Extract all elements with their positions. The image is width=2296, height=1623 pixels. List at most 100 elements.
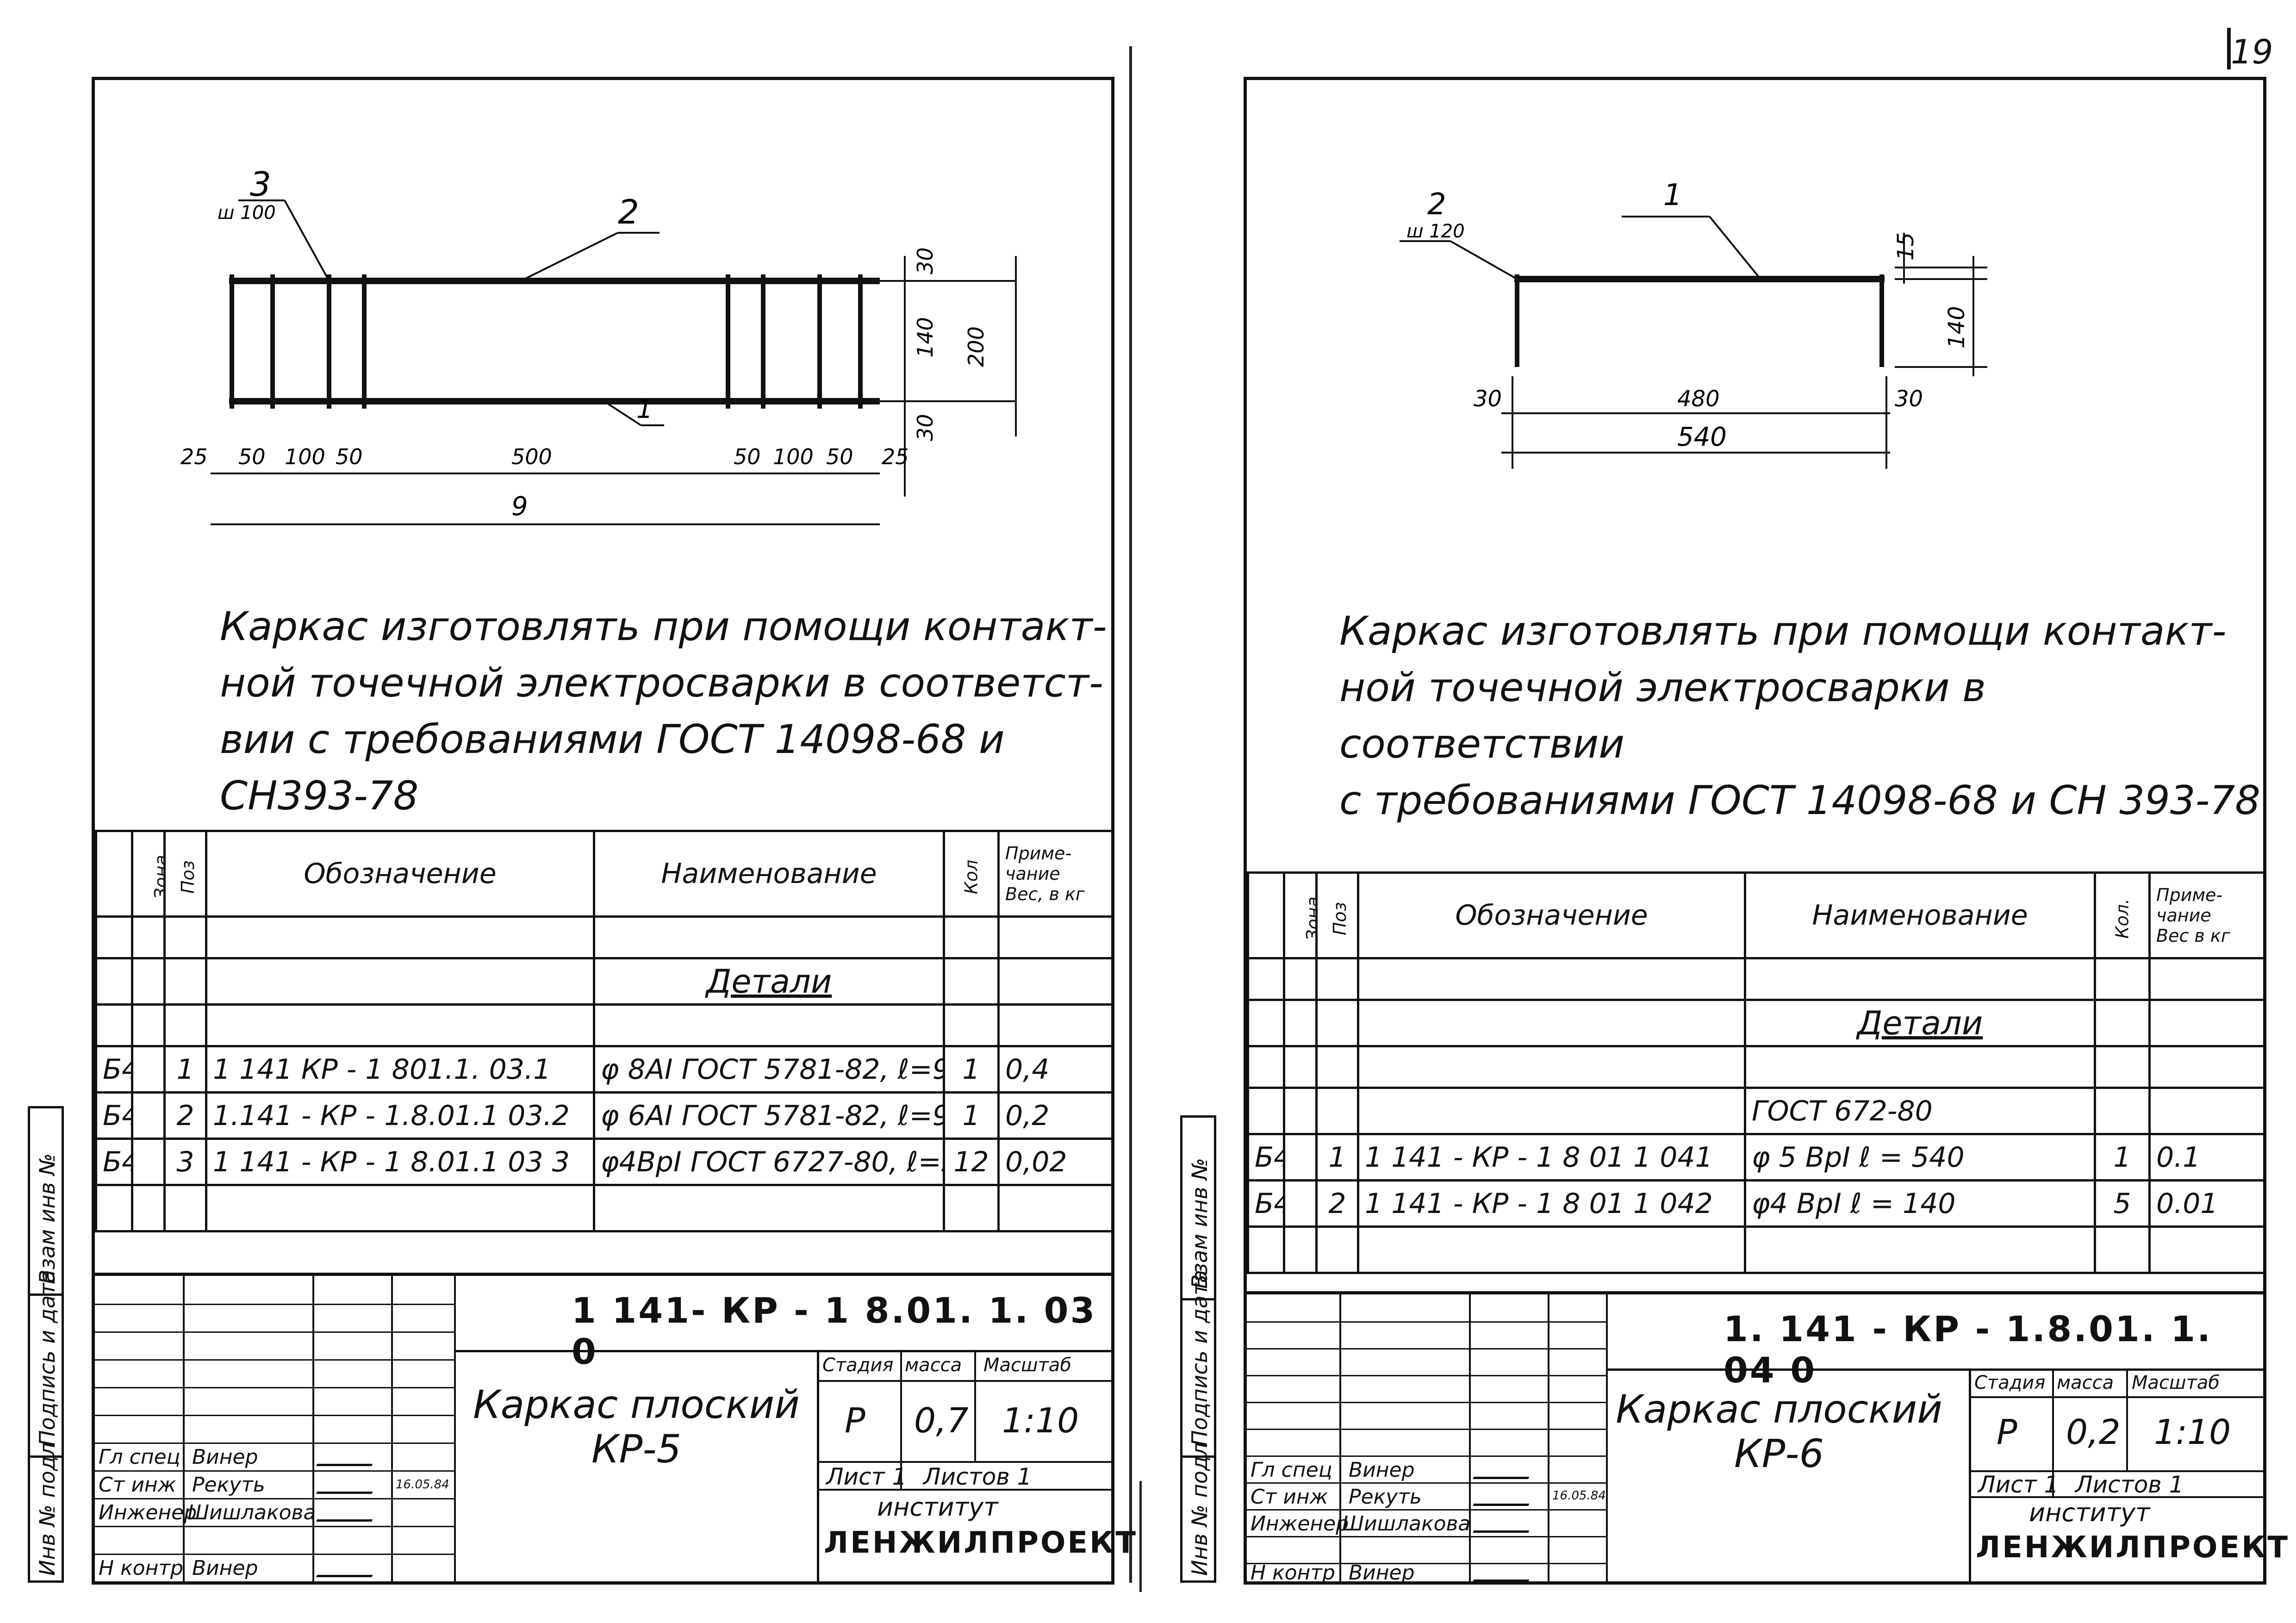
person-name: Винер — [1349, 1561, 1415, 1585]
dim-50: 50 — [238, 444, 266, 469]
row-qty: 1 — [943, 1045, 1000, 1094]
row-designation: 1 141 - КР - 1 8 01 1 042 — [1357, 1179, 1746, 1228]
signature-mark — [1473, 1482, 1539, 1506]
section-details: Детали — [1857, 1004, 1983, 1042]
note-line: Каркас изготовлять при помощи контакт- — [220, 603, 1107, 650]
pos3-pitch-label: ш 100 — [218, 202, 276, 224]
role-chief-specialist: Гл спец — [1251, 1458, 1332, 1482]
hdr-designation: Обозначение — [1357, 871, 1746, 959]
signature-mark — [1473, 1558, 1539, 1582]
dim-500: 500 — [511, 444, 552, 469]
row-pos: 3 — [163, 1138, 207, 1186]
role-senior-engineer: Ст инж — [1251, 1485, 1328, 1509]
hdr-qty: Кол — [961, 859, 982, 895]
mass-value: 0,2 — [2066, 1412, 2121, 1452]
document-code: 1 141- КР - 1 8.01. 1. 03 0 — [572, 1290, 1097, 1372]
org-name: ЛЕНЖИЛПРОЕКТ — [1976, 1530, 2290, 1565]
role-engineer: Инженер — [99, 1501, 197, 1524]
hdr-designation: Обозначение — [205, 830, 595, 918]
frame-drawing-kr5: 3 ш 100 2 1 25 50 100 50 500 50 100 50 2… — [180, 165, 1017, 525]
note-line: с требованиями ГОСТ 14098-68 и СН 393-78 — [1339, 777, 2261, 824]
row-format: Б4 — [1247, 1133, 1285, 1181]
dim-50: 50 — [336, 444, 363, 469]
note-line: ной точечной электросварки в соответст- — [220, 660, 1103, 706]
spec-row: Б4 2 1.141 - КР - 1.8.01.1 03.2 φ 6AI ГО… — [95, 1091, 1114, 1140]
manufacturing-note: Каркас изготовлять при помощи контакт- н… — [220, 598, 1111, 824]
row-name: φ4ВрI ГОСТ 6727-80, ℓ=200 — [593, 1138, 945, 1186]
dim-right-140: 140 — [913, 317, 938, 358]
dim-25: 25 — [882, 444, 909, 469]
spec-row: Б4 1 1 141 - КР - 1 8 01 1 041 φ 5 ВрI ℓ… — [1247, 1133, 2265, 1181]
spec-header-row: Формат Зона Поз Обозначение Наименование… — [1247, 871, 2265, 959]
pos2-pitch-label: ш 120 — [1406, 221, 1465, 242]
role-chief-specialist: Гл спец — [99, 1445, 180, 1469]
side-strip-right: Взам инв № Подпись и дата Инв № подл — [1180, 1115, 1216, 1583]
scale-value: 1:10 — [1002, 1401, 1079, 1441]
hdr-format: Формат — [128, 841, 132, 913]
sign-date: 16.05.84 — [1552, 1489, 1606, 1503]
row-name: φ 6AI ГОСТ 5781-82, ℓ=950 — [593, 1091, 945, 1140]
stage-label: Стадия — [822, 1355, 894, 1376]
stage-value: Р — [845, 1401, 865, 1441]
pos2-label: 2 — [618, 193, 639, 231]
dim-right-30-bottom: 30 — [913, 414, 938, 441]
sheets-total-label: Листов 1 — [923, 1463, 1032, 1490]
note-line: вии с требованиями ГОСТ 14098-68 и СН393… — [220, 716, 1005, 819]
row-format: Б4 — [95, 1045, 133, 1094]
row-name: φ 8AI ГОСТ 5781-82, ℓ=950 — [593, 1045, 945, 1094]
org-name: ЛЕНЖИЛПРОЕКТ — [824, 1526, 1138, 1560]
spec-row: Б4 2 1 141 - КР - 1 8 01 1 042 φ4 ВрI ℓ … — [1247, 1179, 2265, 1228]
title-line: Каркас плоский — [1616, 1387, 1942, 1432]
role-norm-control: Н контр — [1251, 1561, 1335, 1585]
dim-480: 480 — [1677, 386, 1720, 412]
mass-label: масса — [905, 1355, 962, 1376]
title-line: КР-5 — [591, 1426, 682, 1472]
row-format: Б4 — [1247, 1179, 1285, 1228]
dim-right-200: 200 — [964, 326, 989, 367]
role-norm-control: Н контр — [99, 1556, 183, 1580]
pos3-label: 3 — [250, 165, 271, 204]
hdr-pos: Поз — [1330, 902, 1350, 936]
hdr-qty: Кол. — [2112, 898, 2133, 939]
sheet-label: Лист 1 — [826, 1463, 907, 1490]
row-name: φ4 ВрI ℓ = 140 — [1744, 1179, 2096, 1228]
strip-label-signature: Подпись и дата — [1187, 1269, 1212, 1446]
spec-header-row: Формат Зона Поз Обозначение Наименование… — [95, 830, 1114, 918]
row-pos: 1 — [163, 1045, 207, 1094]
dim-100: 100 — [773, 444, 814, 469]
scale-value: 1:10 — [2154, 1412, 2231, 1452]
hdr-pos: Поз — [178, 860, 199, 894]
dim-right-140: 140 — [1944, 306, 1970, 348]
person-name: Рекуть — [1349, 1485, 1422, 1509]
row-qty: 12 — [943, 1138, 1000, 1186]
drawing-sheet-right: 2 ш 120 1 30 480 30 540 15 140 Каркас из… — [1244, 77, 2288, 1585]
dim-right-30: 30 — [913, 247, 938, 274]
person-name: Винер — [192, 1445, 258, 1469]
title-block: Гл спец Винер Ст инж Рекуть Инженер Шишл… — [1247, 1291, 2288, 1585]
strip-label-inventory: Инв № подл — [1187, 1442, 1212, 1576]
signature-mark — [316, 1498, 383, 1522]
row-note: 0,4 — [997, 1045, 1114, 1094]
row-designation: 1 141 КР - 1 801.1. 03.1 — [205, 1045, 595, 1094]
note-line: Каркас изготовлять при помощи контакт- — [1339, 608, 2227, 654]
row-pos: 2 — [1315, 1179, 1359, 1228]
dim-30: 30 — [1895, 386, 1923, 412]
person-name: Шишлакова — [1342, 1512, 1471, 1536]
dim-100: 100 — [285, 444, 325, 469]
strip-label-replace: Взам инв № — [1187, 1157, 1212, 1289]
row-note: 0,2 — [997, 1091, 1114, 1140]
role-senior-engineer: Ст инж — [99, 1473, 176, 1497]
row-format: Б4 — [95, 1091, 133, 1140]
signature-mark — [316, 1554, 383, 1577]
document-code: 1. 141 - КР - 1.8.01. 1. 04 0 — [1724, 1308, 2212, 1391]
dim-50: 50 — [734, 444, 761, 469]
person-name: Рекуть — [192, 1473, 265, 1497]
strip-label-replace: Взам инв № — [35, 1153, 60, 1284]
hdr-name: Наименование — [593, 830, 945, 918]
subsection-gost: ГОСТ 672-80 — [1744, 1087, 2096, 1135]
role-engineer: Инженер — [1251, 1512, 1349, 1536]
row-pos: 1 — [1315, 1133, 1359, 1181]
title-line: КР-6 — [1734, 1431, 1824, 1476]
row-pos: 2 — [163, 1091, 207, 1140]
hdr-note: Приме- чание Вес в кг — [2148, 871, 2265, 959]
